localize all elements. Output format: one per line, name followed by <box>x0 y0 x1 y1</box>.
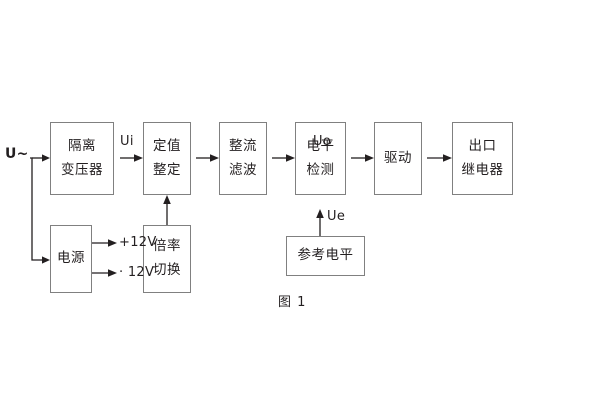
label-minus-12v: · 12V <box>119 265 155 280</box>
label-ue: Ue <box>327 209 346 224</box>
arrowhead-up-to-level-detection <box>316 209 324 218</box>
figure-caption: 图 1 <box>278 295 307 310</box>
arrowhead-minus-12v <box>108 269 117 277</box>
block-label-line: 整定 <box>153 161 181 178</box>
block-label-line: 切换 <box>153 262 181 278</box>
arrowhead-to-rectify-filter <box>210 154 219 162</box>
arrowhead-to-power-supply <box>42 256 50 264</box>
block-drive[interactable]: 驱动 <box>374 122 422 195</box>
arrowhead-to-isolation-transformer <box>42 154 50 162</box>
arrowhead-to-level-detection <box>286 154 295 162</box>
block-label-line: 定值 <box>153 137 181 154</box>
block-label-line: 整流 <box>229 137 257 154</box>
block-label-line: 电平 <box>306 137 335 154</box>
label-ui: Ui <box>120 134 134 149</box>
label-plus-12v: +12V <box>119 235 157 250</box>
block-label-line: 隔离 <box>68 137 96 154</box>
block-isolation-transformer[interactable]: 隔离 变压器 <box>50 122 114 195</box>
block-multiplier-switch[interactable]: 倍率 切换 <box>143 225 191 293</box>
block-label-line: 检测 <box>306 161 335 178</box>
block-label-line: 变压器 <box>61 161 103 178</box>
block-output-relay[interactable]: 出口 继电器 <box>452 122 513 195</box>
arrowhead-up-to-setting-value <box>163 195 171 204</box>
arrowhead-to-drive <box>365 154 374 162</box>
arrowhead-to-output-relay <box>443 154 452 162</box>
block-label-line: 电源 <box>57 250 85 267</box>
block-label-line: 倍率 <box>153 238 181 255</box>
block-label-line: 出口 <box>468 137 497 154</box>
arrowhead-to-setting-value <box>134 154 143 162</box>
arrowhead-plus-12v <box>108 239 117 247</box>
block-label-line: 参考电平 <box>297 247 354 264</box>
block-label-line: 驱动 <box>384 149 412 166</box>
block-reference-level[interactable]: 参考电平 <box>286 236 365 276</box>
label-input-voltage: U~ <box>5 146 29 162</box>
block-label-line: 滤波 <box>229 161 257 178</box>
block-level-detection[interactable]: 电平 检测 <box>295 122 346 195</box>
block-label-line: 继电器 <box>461 161 504 178</box>
block-power-supply[interactable]: 电源 <box>50 225 92 293</box>
block-rectify-filter[interactable]: 整流 滤波 <box>219 122 267 195</box>
block-setting-value[interactable]: 定值 整定 <box>143 122 191 195</box>
input-branch-path <box>30 157 45 261</box>
label-uo: Uo <box>313 134 332 149</box>
